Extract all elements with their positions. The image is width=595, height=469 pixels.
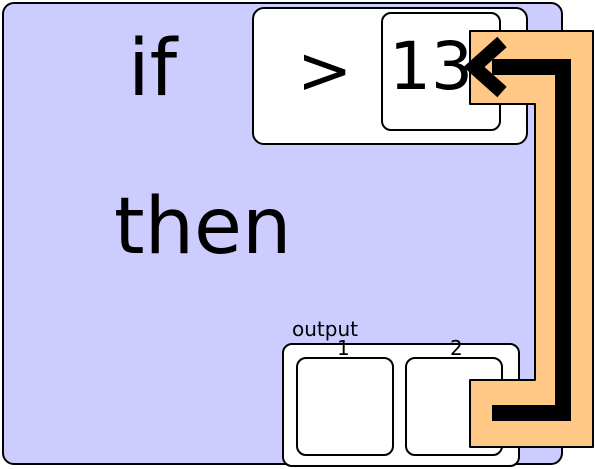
output-label: output bbox=[292, 317, 358, 341]
condition-operator[interactable]: > bbox=[297, 32, 353, 109]
output-slot-1[interactable] bbox=[296, 357, 394, 456]
arrow-head bbox=[463, 36, 507, 98]
then-keyword: then bbox=[114, 182, 292, 272]
output-slot-1-number: 1 bbox=[337, 336, 350, 360]
arrow-outline bbox=[469, 30, 594, 448]
arrow-core bbox=[492, 59, 571, 421]
output-slot-2-number: 2 bbox=[450, 336, 463, 360]
if-keyword: if bbox=[128, 24, 178, 114]
condition-value: 13 bbox=[389, 28, 473, 105]
